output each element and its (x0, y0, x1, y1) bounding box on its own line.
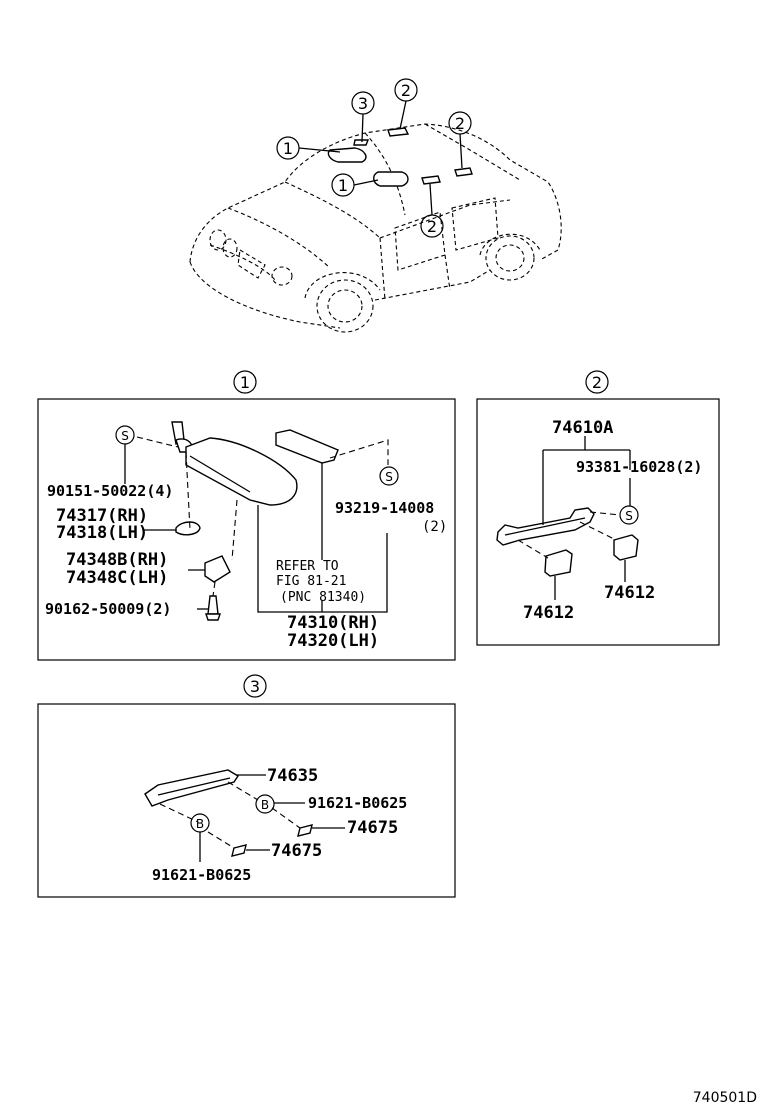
label-74612-right: 74612 (604, 583, 655, 603)
car-illustration (189, 123, 562, 333)
label-74317: 74317(RH) (56, 506, 148, 526)
svg-text:2: 2 (592, 373, 602, 392)
svg-text:B: B (196, 817, 204, 831)
svg-text:B: B (261, 798, 269, 812)
note-fig: FIG 81-21 (276, 574, 346, 589)
svg-text:S: S (625, 509, 633, 523)
callout-2-top: 2 (394, 78, 418, 130)
label-93219-14008: 93219-14008 (335, 499, 434, 517)
callout-1-top: 1 (276, 136, 341, 160)
symbol-b-right: B (255, 794, 275, 814)
label-93381-16028: 93381-16028(2) (576, 458, 702, 476)
callout-2-right: 2 (448, 111, 472, 169)
note-pnc: (PNC 81340) (280, 590, 366, 605)
label-74635: 74635 (267, 766, 318, 786)
label-90162-50009: 90162-50009(2) (45, 600, 171, 618)
box-section-3 (37, 703, 456, 898)
svg-text:3: 3 (358, 94, 368, 113)
svg-text:S: S (385, 470, 393, 484)
callout-2-section: 2 (585, 370, 609, 394)
label-74310: 74310(RH) (287, 613, 379, 633)
note-refer-to: REFER TO (276, 559, 339, 574)
label-91621-b0625-right: 91621-B0625 (308, 794, 407, 812)
svg-text:2: 2 (455, 114, 465, 133)
assist-grip-parts (496, 507, 639, 577)
box-assist-grip (476, 398, 720, 646)
svg-text:1: 1 (283, 139, 293, 158)
callout-2-mid: 2 (420, 183, 444, 238)
svg-text:2: 2 (401, 81, 411, 100)
label-74348c: 74348C(LH) (66, 568, 168, 588)
label-74320: 74320(LH) (287, 631, 379, 651)
svg-text:S: S (121, 429, 129, 443)
sun-visor-parts (171, 421, 339, 621)
symbol-b-left: B (190, 813, 210, 833)
section-3-parts (144, 769, 313, 857)
diagram-id: 740501D (693, 1090, 757, 1106)
label-74675-right: 74675 (347, 818, 398, 838)
callout-3-top: 3 (351, 91, 375, 143)
svg-text:1: 1 (240, 373, 250, 392)
label-90151-50022: 90151-50022(4) (47, 482, 173, 500)
svg-text:2: 2 (427, 217, 437, 236)
label-74610a: 74610A (552, 418, 613, 438)
symbol-s-visor-right: S (379, 466, 399, 486)
label-93219-qty: (2) (422, 519, 447, 535)
label-91621-b0625-left: 91621-B0625 (152, 866, 251, 884)
symbol-s-visor-left: S (115, 425, 135, 445)
callout-3-section: 3 (243, 674, 267, 698)
label-74348b: 74348B(RH) (66, 550, 168, 570)
symbol-s-grip: S (619, 505, 639, 525)
label-74612-left: 74612 (523, 603, 574, 623)
svg-text:1: 1 (338, 176, 348, 195)
callout-1-mid: 1 (331, 173, 379, 197)
label-74675-left: 74675 (271, 841, 322, 861)
callout-1-section: 1 (233, 370, 257, 394)
box-sun-visor (37, 398, 456, 661)
label-74318: 74318(LH) (56, 523, 148, 543)
svg-text:3: 3 (250, 677, 260, 696)
